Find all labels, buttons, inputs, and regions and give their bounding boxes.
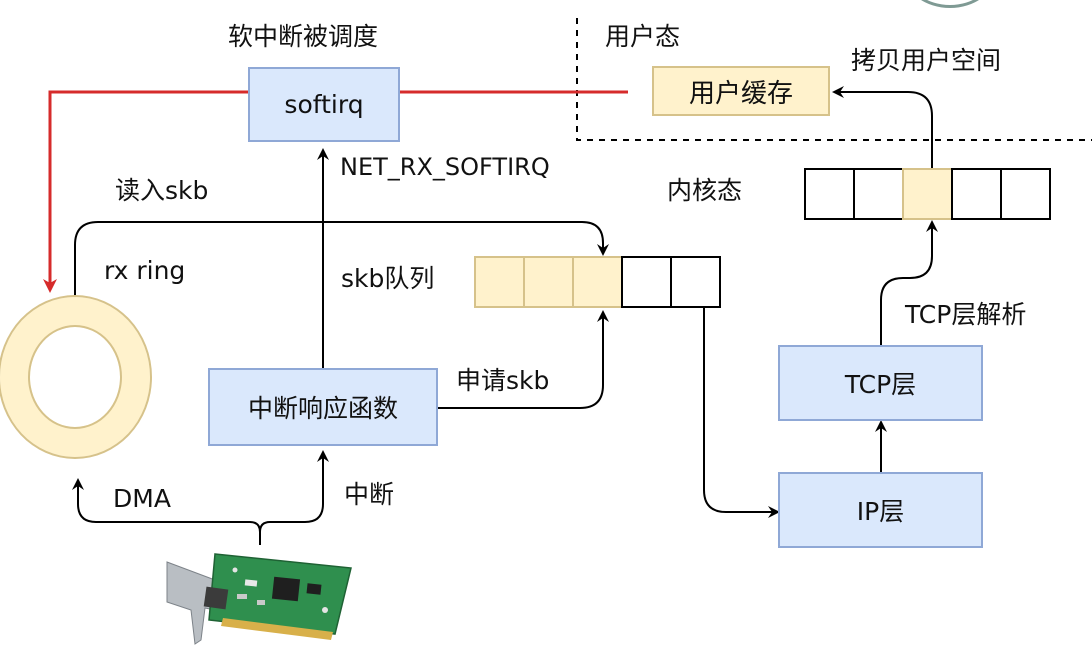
ip-layer-box: IP层 — [778, 472, 983, 548]
tcp-parse-label: TCP层解析 — [905, 300, 1027, 329]
queue-cell — [804, 168, 855, 220]
request-skb-label: 申请skb — [456, 366, 550, 395]
softirq-box: softirq — [248, 67, 400, 142]
rx-ring-outer-edge — [0, 295, 152, 459]
queue-cell-filled — [572, 256, 623, 308]
network-card-image — [166, 553, 352, 645]
tcp-to-socket-arrow — [880, 220, 938, 345]
nic-brace-line-right — [259, 450, 329, 533]
read-skb-label: 读入skb — [115, 176, 209, 205]
interrupt-label: 中断 — [344, 480, 395, 509]
copy-to-user-arrow — [832, 86, 933, 168]
queue-cell-filled — [523, 256, 574, 308]
user-mode-label: 用户态 — [605, 22, 681, 51]
tcp-layer-box: TCP层 — [778, 345, 983, 421]
mode-boundary-line — [576, 18, 1092, 141]
skb-queue — [474, 256, 721, 308]
kernel-mode-label: 内核态 — [667, 176, 743, 205]
queue-cell-filled — [902, 168, 953, 220]
queue-cell — [951, 168, 1002, 220]
nic-brace-line — [72, 478, 261, 545]
read-skb-arrow — [74, 221, 609, 298]
irq-handler-box: 中断响应函数 — [208, 368, 438, 446]
dma-label: DMA — [113, 484, 171, 513]
net-rx-softirq-label: NET_RX_SOFTIRQ — [340, 153, 550, 181]
rx-ring-inner-edge — [28, 325, 122, 429]
queue-cell — [853, 168, 904, 220]
rx-ring-label: rx ring — [104, 256, 186, 285]
user-buffer-box: 用户缓存 — [652, 66, 830, 116]
queue-cell — [621, 256, 672, 308]
copy-user-space-label: 拷贝用户空间 — [851, 46, 1002, 75]
socket-buffer-queue — [804, 168, 1051, 220]
softirq-scheduled-label: 软中断被调度 — [228, 22, 379, 51]
queue-to-ip-arrow — [703, 306, 780, 518]
queue-cell — [1000, 168, 1051, 220]
request-skb-arrow — [438, 310, 609, 409]
red-flow-arrow — [43, 90, 628, 293]
queue-cell — [670, 256, 721, 308]
skb-queue-label: skb队列 — [341, 264, 435, 293]
queue-cell-filled — [474, 256, 525, 308]
